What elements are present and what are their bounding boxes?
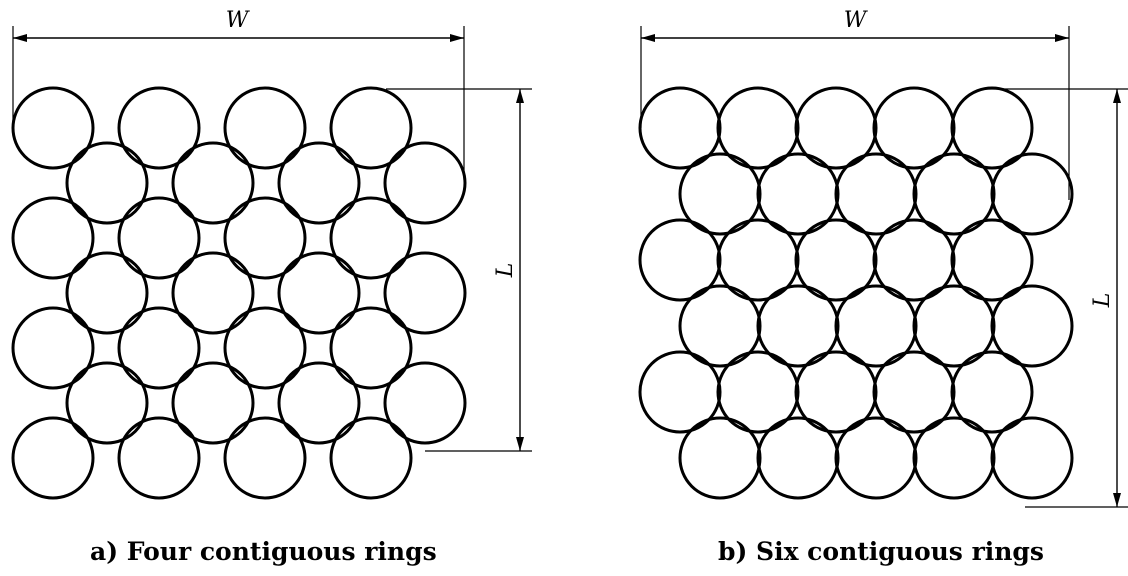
ring: [912, 416, 996, 500]
ring: [794, 350, 878, 434]
ring: [171, 141, 255, 225]
ring: [716, 86, 800, 170]
width-dimension-b: W: [640, 8, 1070, 200]
ring: [329, 196, 413, 280]
ring: [11, 416, 95, 500]
ring: [794, 218, 878, 302]
ring: [383, 361, 467, 445]
ring-grid-a: [11, 86, 467, 500]
ring: [834, 152, 918, 236]
ring: [678, 152, 762, 236]
ring: [990, 152, 1074, 236]
ring: [223, 416, 307, 500]
ring: [223, 86, 307, 170]
arrow-down-icon: [1113, 493, 1121, 507]
width-dimension-a: W: [12, 8, 465, 180]
arrow-right-icon: [1055, 34, 1069, 42]
length-label-a: L: [493, 263, 518, 279]
arrow-right-icon: [450, 34, 464, 42]
ring: [912, 284, 996, 368]
arrow-up-icon: [516, 89, 524, 103]
length-dimension-b: L: [985, 88, 1128, 508]
width-label-a: W: [226, 8, 251, 33]
ring: [277, 141, 361, 225]
ring: [756, 284, 840, 368]
ring: [638, 350, 722, 434]
ring: [678, 284, 762, 368]
ring: [65, 141, 149, 225]
ring: [756, 152, 840, 236]
ring: [11, 306, 95, 390]
arrow-left-icon: [641, 34, 655, 42]
ring: [277, 251, 361, 335]
ring: [638, 86, 722, 170]
ring: [223, 306, 307, 390]
ring: [872, 350, 956, 434]
ring: [11, 86, 95, 170]
ring: [117, 86, 201, 170]
ring: [329, 416, 413, 500]
length-label-b: L: [1090, 293, 1115, 309]
ring: [872, 86, 956, 170]
ring-grid-b: [638, 86, 1074, 500]
ring: [171, 251, 255, 335]
ring: [834, 416, 918, 500]
ring: [794, 86, 878, 170]
ring: [65, 251, 149, 335]
ring: [117, 306, 201, 390]
ring: [383, 141, 467, 225]
caption-a: a) Four contiguous rings: [90, 537, 437, 566]
ring: [872, 218, 956, 302]
ring: [223, 196, 307, 280]
arrow-down-icon: [516, 437, 524, 451]
panel-four-contiguous-rings: W L a) Four contiguous rings: [11, 8, 532, 566]
ring: [117, 196, 201, 280]
ring: [329, 86, 413, 170]
ring: [990, 416, 1074, 500]
arrow-left-icon: [13, 34, 27, 42]
ring: [950, 218, 1034, 302]
panel-six-contiguous-rings: W L b) Six contiguous rings: [638, 8, 1128, 566]
ring: [990, 284, 1074, 368]
ring: [117, 416, 201, 500]
ring: [678, 416, 762, 500]
ring: [277, 361, 361, 445]
ring: [716, 350, 800, 434]
width-label-b: W: [844, 8, 869, 33]
ring: [383, 251, 467, 335]
ring: [171, 361, 255, 445]
ring: [716, 218, 800, 302]
ring: [834, 284, 918, 368]
ring: [950, 86, 1034, 170]
ring: [329, 306, 413, 390]
length-dimension-a: L: [386, 88, 532, 452]
ring: [950, 350, 1034, 434]
ring: [11, 196, 95, 280]
ring: [912, 152, 996, 236]
caption-b: b) Six contiguous rings: [718, 537, 1044, 566]
ring: [65, 361, 149, 445]
ring: [756, 416, 840, 500]
ring: [638, 218, 722, 302]
arrow-up-icon: [1113, 89, 1121, 103]
